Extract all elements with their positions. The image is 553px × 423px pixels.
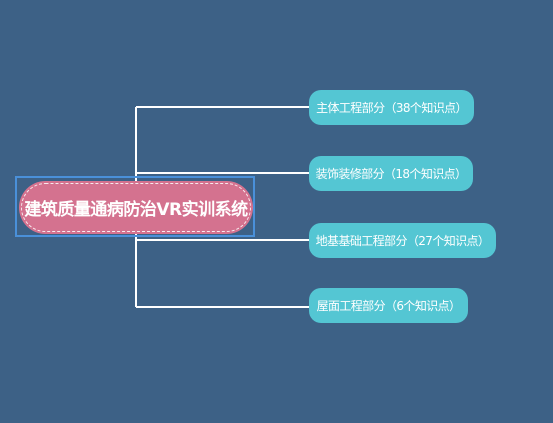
branch-node-label: 地基基础工程部分（27个知识点） [315,234,490,248]
branch-node-label: 屋面工程部分（6个知识点） [316,299,461,313]
branch-node-label: 装饰装修部分（18个知识点） [315,167,467,181]
branch-node-foundation[interactable]: 地基基础工程部分（27个知识点） [309,223,496,258]
root-node-label: 建筑质量通病防治VR实训系统 [24,200,248,220]
branch-node-roofing[interactable]: 屋面工程部分（6个知识点） [309,288,468,323]
branch-node-decoration[interactable]: 装饰装修部分（18个知识点） [309,156,473,191]
branch-node-main-structure[interactable]: 主体工程部分（38个知识点） [309,90,474,125]
root-node[interactable]: 建筑质量通病防治VR实训系统 [19,181,253,234]
branch-node-label: 主体工程部分（38个知识点） [316,101,467,115]
root-selection-frame [15,176,255,237]
